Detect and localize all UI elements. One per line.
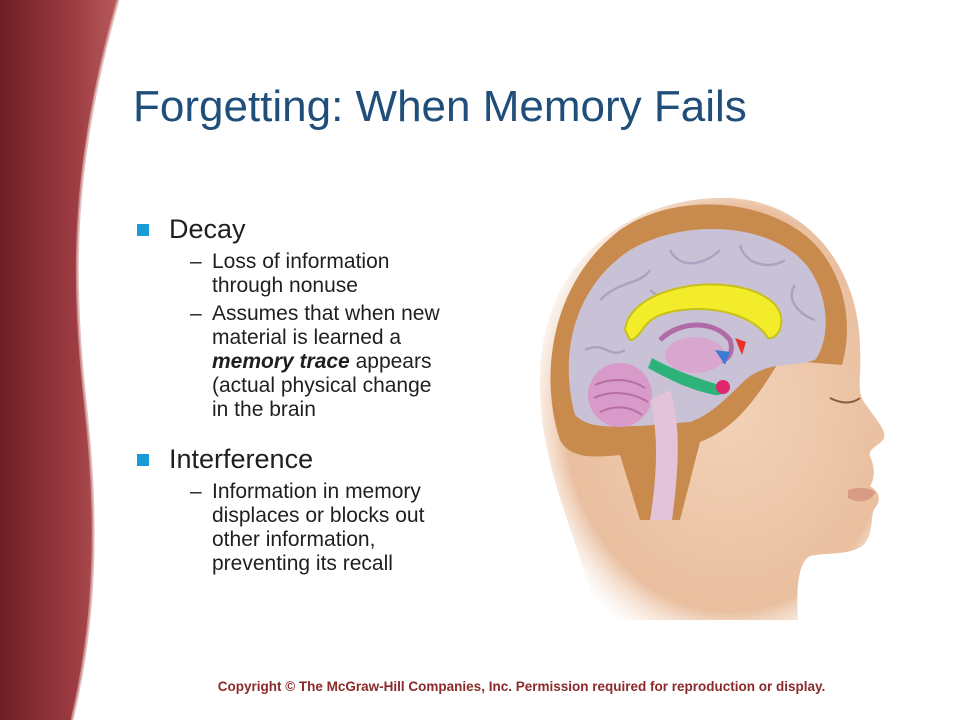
- bullet-label: Decay: [169, 214, 246, 244]
- sub-bullet-line: material is learned a: [212, 326, 402, 349]
- sub-bullet-line: (actual physical change: [212, 374, 432, 397]
- decorative-side-band: [0, 0, 120, 720]
- cerebellum-folds: [593, 379, 649, 416]
- square-bullet-icon: [137, 224, 149, 236]
- lips: [848, 487, 876, 502]
- bullet-interference: Interference – Information in memory dis…: [137, 442, 517, 576]
- sub-bullet-line: through nonuse: [212, 274, 358, 297]
- square-bullet-icon: [137, 454, 149, 466]
- sub-bullet-line: other information,: [212, 528, 376, 551]
- sub-bullet-line: Assumes that when new: [212, 302, 440, 325]
- corpus-callosum: [623, 283, 783, 342]
- sub-bullet: – Assumes that when new material is lear…: [169, 302, 517, 422]
- emphasis-continuation: appears: [349, 350, 432, 373]
- red-marker: [735, 338, 746, 355]
- sub-bullet-line: in the brain: [212, 398, 316, 421]
- emphasized-term: memory trace: [212, 350, 350, 373]
- cerebellum: [588, 363, 652, 427]
- sub-bullet-line: displaces or blocks out: [212, 504, 425, 527]
- hippocampus: [648, 358, 725, 396]
- dash-marker: –: [190, 480, 202, 503]
- sub-bullet-line: Loss of information: [212, 250, 390, 273]
- slide-title: Forgetting: When Memory Fails: [133, 82, 747, 131]
- bullet-label: Interference: [169, 444, 314, 474]
- amygdala: [716, 380, 730, 394]
- sub-bullet-line: preventing its recall: [212, 552, 393, 575]
- copyright-notice: Copyright © The McGraw-Hill Companies, I…: [217, 679, 826, 694]
- closed-eye: [829, 397, 861, 404]
- brain-cross-section-illustration: [539, 197, 885, 620]
- dash-marker: –: [190, 250, 202, 273]
- brainstem: [650, 390, 678, 520]
- sub-bullet: – Loss of information through nonuse: [169, 250, 517, 298]
- sub-bullet-line: Information in memory: [212, 480, 421, 503]
- hypothalamus: [715, 350, 730, 365]
- bullet-decay: Decay – Loss of information through nonu…: [137, 212, 517, 422]
- bullet-list: Decay – Loss of information through nonu…: [137, 212, 517, 588]
- dash-marker: –: [190, 302, 202, 325]
- sub-bullet: – Information in memory displaces or blo…: [169, 480, 517, 576]
- thalamus: [665, 337, 725, 373]
- sub-bullet-line: memory trace appears: [212, 350, 517, 374]
